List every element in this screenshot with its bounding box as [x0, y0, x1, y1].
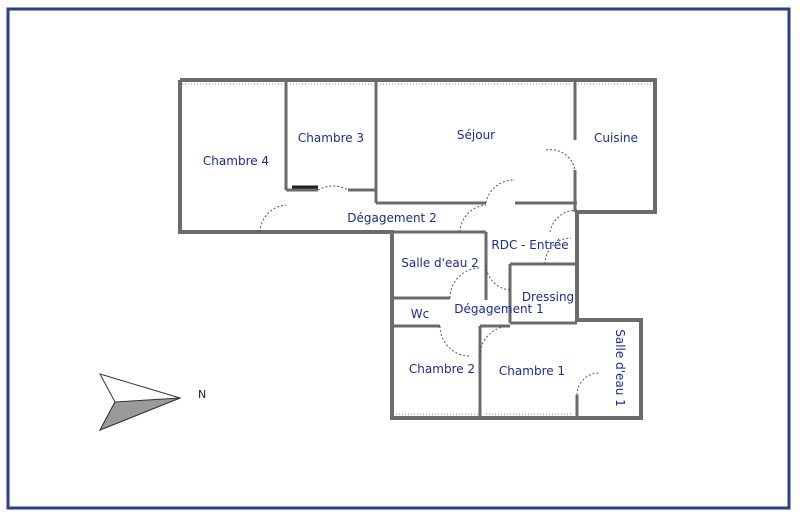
north-label: N [198, 388, 206, 401]
door-swings [259, 149, 600, 396]
room-label-wc: Wc [411, 307, 429, 321]
room-label-sejour: Séjour [457, 128, 495, 142]
room-label-rdc-entree: RDC - Entrée [491, 238, 568, 252]
room-label-salle-eau-2: Salle d'eau 2 [401, 256, 479, 270]
room-label-chambre-1: Chambre 1 [499, 364, 565, 378]
room-label-degagement-1: Dégagement 1 [454, 302, 543, 316]
room-label-dressing: Dressing [522, 290, 574, 304]
room-label-chambre-3: Chambre 3 [298, 131, 364, 145]
north-arrow-icon [98, 373, 182, 431]
room-label-chambre-2: Chambre 2 [409, 362, 475, 376]
room-label-degagement-2: Dégagement 2 [347, 211, 436, 225]
page-frame [6, 7, 791, 510]
room-label-cuisine: Cuisine [594, 131, 638, 145]
interior-walls [180, 80, 579, 418]
room-label-chambre-4: Chambre 4 [203, 154, 269, 168]
room-label-salle-eau-1: Salle d'eau 1 [613, 329, 627, 407]
